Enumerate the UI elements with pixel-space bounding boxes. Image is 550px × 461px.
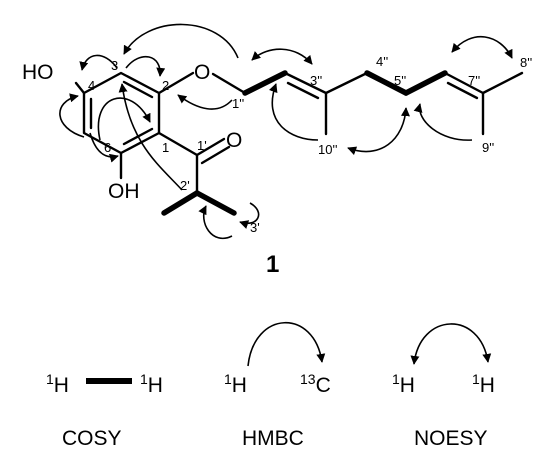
- isotope-superscript: 1: [224, 371, 232, 387]
- legend-noesy-caption: NOESY: [414, 427, 488, 450]
- position-number: 9'': [482, 140, 494, 155]
- element-symbol: H: [54, 374, 69, 397]
- bond-c1-c1p: [157, 131, 199, 157]
- cosy-bond-h5pp-h6pp: [403, 70, 448, 96]
- hmbc-arrow-h5-c4: [59, 93, 85, 138]
- hmbc-arrow-h3-c2: [125, 55, 166, 77]
- position-number: 2: [162, 78, 169, 93]
- legend-noesy-right-nucleus: 1H: [472, 371, 495, 397]
- cosy-bond-h2p-ch3: [161, 190, 200, 216]
- cosy-bond-h4pp-h5pp: [364, 70, 409, 96]
- position-number: 10'': [318, 142, 337, 157]
- position-number: 3': [250, 220, 260, 235]
- cosy-bond-h2p-c3p: [194, 190, 237, 216]
- noesy-arrow-h10pp-h5pp: [347, 107, 410, 156]
- aromatic-double-bond: [122, 80, 154, 99]
- hmbc-arrow-h3-c4: [79, 54, 118, 71]
- position-number: 7'': [468, 73, 480, 88]
- legend-noesy-arrow: [410, 323, 492, 365]
- bond-c6pp-c7pp-double: [446, 81, 479, 100]
- isotope-superscript: 13: [300, 371, 316, 387]
- legend-hmbc: 1H 13C HMBC: [224, 321, 331, 450]
- isotope-superscript: 1: [140, 371, 148, 387]
- atom-label-ho: HO: [22, 61, 54, 84]
- hmbc-arrow-h1pp-c2: [177, 94, 233, 110]
- cosy-bond-h1pp-h2pp: [242, 70, 288, 96]
- bond-c1p-o: [195, 137, 226, 157]
- atom-labels: HO O O OH: [22, 61, 242, 203]
- legend-cosy-right-nucleus: 1H: [140, 371, 163, 397]
- hmbc-arrow-h10pp-c2pp: [268, 83, 319, 141]
- molecule-skeleton: [74, 71, 524, 195]
- bond-c7pp-c8pp: [481, 71, 524, 95]
- hmbc-arrow-h2p-c1p: [118, 83, 183, 191]
- bond-o-c1pp: [211, 72, 247, 95]
- element-symbol: C: [316, 374, 331, 397]
- compound-label: 1: [266, 251, 279, 278]
- bond-c2pp-c3pp-double: [286, 81, 320, 100]
- noesy-arrow-h1pp-h2pp: [251, 48, 313, 65]
- legend: 1H 1H COSY 1H 13C HMBC 1H: [46, 321, 495, 450]
- bond-c1p-o-double: [200, 145, 231, 165]
- hmbc-arrow-h9pp-c6pp: [413, 103, 473, 141]
- position-numbers: 1 2 3 4 6 1' 2' 3' 1'' 3'' 4'' 5'' 7'' 8…: [88, 54, 532, 235]
- noesy-arrow-h6pp-h8pp: [451, 36, 513, 59]
- element-symbol: H: [400, 374, 415, 397]
- legend-cosy: 1H 1H COSY: [46, 371, 163, 450]
- hmbc-arrow-h5-c1: [97, 97, 151, 141]
- element-symbol: H: [480, 374, 495, 397]
- position-number: 4: [88, 78, 95, 93]
- legend-cosy-left-nucleus: 1H: [46, 371, 69, 397]
- bond-c2-o: [157, 71, 195, 95]
- bond-c4-ho: [74, 81, 86, 95]
- position-number: 8'': [520, 55, 532, 70]
- isotope-superscript: 1: [392, 371, 400, 387]
- legend-hmbc-right-nucleus: 13C: [300, 371, 331, 397]
- position-number: 2': [180, 178, 190, 193]
- position-number: 1'': [232, 96, 244, 111]
- position-number: 4'': [376, 54, 388, 69]
- isotope-superscript: 1: [46, 371, 54, 387]
- legend-hmbc-left-nucleus: 1H: [224, 371, 247, 397]
- hmbc-arrow-h1pp-c2: [123, 23, 239, 59]
- legend-noesy: 1H 1H NOESY: [392, 323, 495, 450]
- legend-noesy-left-nucleus: 1H: [392, 371, 415, 397]
- position-number: 5'': [394, 73, 406, 88]
- bond-c6pp-c7pp: [443, 71, 485, 95]
- hmbc-arrow-h2p-c3p: [239, 202, 260, 229]
- atom-label-oh: OH: [108, 180, 140, 203]
- position-number: 1: [162, 140, 169, 155]
- hmbc-arrow-h5-c6: [89, 132, 119, 163]
- legend-hmbc-arrow: [247, 321, 326, 367]
- atom-label-o-ether: O: [194, 61, 210, 84]
- isotope-superscript: 1: [472, 371, 480, 387]
- position-number: 1': [197, 138, 207, 153]
- element-symbol: H: [148, 374, 163, 397]
- position-number: 6: [104, 140, 111, 155]
- correlation-arrows: [59, 23, 513, 239]
- legend-cosy-caption: COSY: [62, 427, 122, 450]
- position-number: 3'': [310, 73, 322, 88]
- cosy-bonds: [161, 70, 448, 216]
- position-number: 3: [111, 58, 118, 73]
- bond-c2pp-c3pp: [283, 71, 328, 95]
- hmbc-arrow-h3p-c2p: [198, 205, 233, 239]
- element-symbol: H: [232, 374, 247, 397]
- legend-hmbc-caption: HMBC: [242, 427, 304, 450]
- atom-label-o-carbonyl: O: [226, 129, 242, 152]
- bond-c3pp-c4pp: [324, 71, 369, 95]
